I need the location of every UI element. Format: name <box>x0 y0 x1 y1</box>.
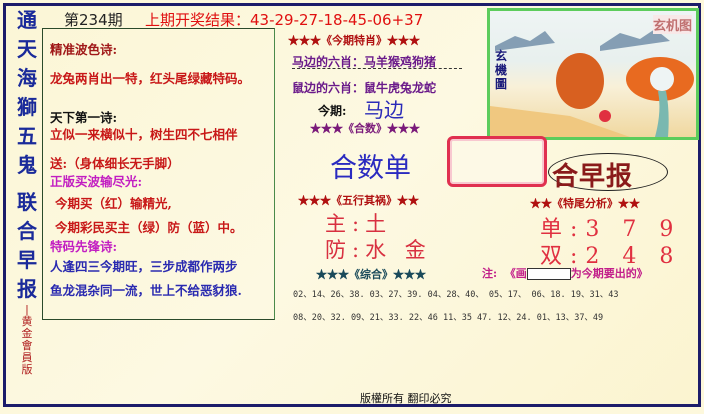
edition-char: 會 <box>21 339 33 352</box>
tail-analysis-title: ★★《特尾分析》★★ <box>530 197 640 210</box>
rat-side-value: 鼠牛虎兔龙蛇 <box>364 81 437 95</box>
tail-odd-values: 3 7 9 <box>585 217 682 242</box>
number-row-1: 02、14、26、38. 03、27、39. 04、28、40、 05、17、 … <box>293 290 619 300</box>
vertical-title-char: 獅 <box>17 95 37 119</box>
vertical-title-char: 合 <box>17 219 37 243</box>
brand-oval <box>548 153 668 191</box>
vertical-title-char: 早 <box>17 248 37 272</box>
wave-poem-title: 正版买波输尽光: <box>50 174 143 189</box>
vertical-title-char: 联 <box>17 190 37 214</box>
vertical-title-char: 鬼 <box>17 153 37 177</box>
vertical-title-char: 报 <box>17 277 37 301</box>
composite-number-value: 合数单 <box>330 153 411 184</box>
vanguard-poem-title: 特码先锋诗: <box>50 239 118 254</box>
vertical-title-char: 天 <box>17 37 37 61</box>
horse-side-row: 马边的六肖：马羊猴鸡狗猪 <box>292 53 436 70</box>
tail-even-values: 2 4 8 <box>585 244 682 269</box>
note-box <box>526 268 571 280</box>
horse-side-value: 马羊猴鸡狗猪 <box>364 55 437 69</box>
vanguard-poem-line-2: 鱼龙混杂同一流，世上不给恶豺狼. <box>50 283 242 298</box>
edition-char: 黄 <box>21 315 33 328</box>
wave-poem-line-2: 今期彩民买主（绿）防（蓝）中。 <box>55 220 243 235</box>
last-result: 上期开奖结果：43-29-27-18-45-06+37 <box>145 9 423 30</box>
divider <box>292 68 462 69</box>
illustration: 玄机图 玄機圖 <box>487 8 699 140</box>
this-issue-value: 马边 <box>364 98 404 122</box>
poem-box: 精准波色诗: 龙兔两肖出一特，红头尾绿藏特码。 天下第一诗: 立似一来横似十，树… <box>42 28 275 320</box>
wave-poem-line-1: 今期买（红）输精光, <box>55 196 172 211</box>
edition-char: 員 <box>21 351 33 364</box>
first-poem-line: 立似一来横似十，树生四不七相伴 <box>50 127 238 142</box>
issue-number: 第234期 <box>64 11 123 29</box>
edition-dash: | <box>25 303 29 316</box>
tail-even-label: 双: <box>540 244 586 269</box>
guard-value: 水 金 <box>365 238 432 262</box>
illustration-stamp: 玄机图 <box>652 15 692 34</box>
number-row-2: 08、20、32. 09、21、33. 22、46 11、35 47. 12、2… <box>293 313 604 323</box>
note-prefix: 注: <box>482 267 498 280</box>
tail-odd-label: 单: <box>540 217 586 242</box>
copyright-footer: 版權所有 翻印必究 <box>360 392 452 405</box>
main-value: 土 <box>365 212 393 236</box>
edition-char: 金 <box>21 327 33 340</box>
vanguard-poem-line-1: 人逢四三今期旺，三步成都作两步 <box>50 259 238 274</box>
vertical-title: 通 天 海 獅 五 鬼 联 合 早 报 | 黄 金 會 員 版 <box>8 6 46 376</box>
highlight-box <box>447 136 547 187</box>
tail-odd-row: 单:3 7 9 <box>540 211 681 243</box>
vertical-title-char: 五 <box>17 124 37 148</box>
last-result-numbers: 43-29-27-18-45-06+37 <box>250 11 424 29</box>
note-text-before: 《画 <box>504 267 527 280</box>
horse-side-label: 马边的六肖： <box>292 55 365 69</box>
five-elements-title: ★★★《五行其祸》★★ <box>298 194 419 207</box>
brand-text: 合早报 <box>552 162 634 192</box>
vertical-title-char: 通 <box>17 8 37 32</box>
five-elements-main: 主:土 <box>325 208 392 238</box>
wave-color-poem-title: 精准波色诗: <box>50 42 118 57</box>
special-zodiac-title: ★★★《今期特肖》★★★ <box>288 34 420 47</box>
gift-line: 送:（身体细长无手脚） <box>50 156 180 171</box>
note-text-after: 为今期要出的》 <box>570 267 648 280</box>
this-issue-label: 今期: <box>318 104 347 118</box>
rat-side-label: 鼠边的六肖： <box>292 81 365 95</box>
main-label: 主: <box>325 212 366 236</box>
first-poem-title: 天下第一诗: <box>50 110 118 125</box>
five-elements-guard: 防:水 金 <box>325 234 432 264</box>
composite-number-title: ★★★《合数》★★★ <box>310 122 420 135</box>
illustration-side-label: 玄機圖 <box>495 49 508 91</box>
composite-title: ★★★《综合》★★★ <box>316 268 426 281</box>
note: 注: 《画 为今期要出的》 <box>482 265 648 281</box>
wave-color-poem-line: 龙兔两肖出一特，红头尾绿藏特码。 <box>50 71 251 86</box>
landscape-illustration-icon <box>490 29 694 137</box>
rat-side-row: 鼠边的六肖：鼠牛虎兔龙蛇 <box>292 79 436 96</box>
last-result-label: 上期开奖结果： <box>145 11 251 29</box>
guard-label: 防: <box>325 238 366 262</box>
edition-char: 版 <box>21 363 33 376</box>
vertical-title-char: 海 <box>17 66 37 90</box>
tail-even-row: 双:2 4 8 <box>540 238 681 270</box>
